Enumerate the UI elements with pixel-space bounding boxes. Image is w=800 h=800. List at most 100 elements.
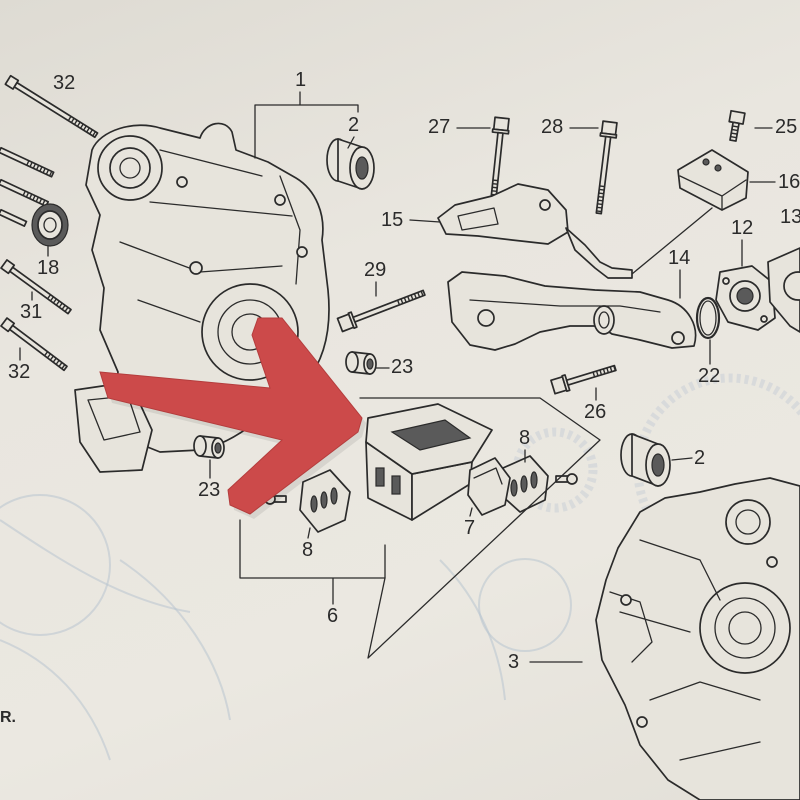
stopper-edge [473,467,503,485]
seal-bore [43,217,57,233]
callout-7: 7 [464,517,476,539]
bolt-thread [596,185,605,214]
callout-8-right: 8 [519,427,531,449]
stud-thread [730,125,739,141]
corner-text: R. [0,709,16,726]
stud-25 [728,109,746,142]
manifold-hole [671,331,685,345]
crank-bore-inner [728,611,762,645]
reed-slot [530,471,538,489]
reed-slot [310,495,318,513]
bearing-bore [651,453,665,477]
reed-window [391,475,401,495]
collar-bore [366,358,374,370]
callout-18: 18 [37,257,60,279]
callout-16: 16 [778,171,800,193]
callout-2-upper: 2 [348,114,360,136]
bolt-shank [565,364,617,386]
manifold-tube-end [593,305,615,335]
leader-6-bracket [239,519,386,605]
stud-shank [729,121,740,142]
bracket-arm [565,227,633,279]
plate-bore-inner [736,287,754,305]
stud-hole [296,246,308,258]
collar-bore [214,442,222,454]
leader-15 [409,219,441,223]
reed-slot [330,487,338,505]
bracket-16 [631,149,749,275]
leader-2-upper [347,136,355,149]
boss-outer [725,499,771,545]
stud-hole [620,594,632,606]
reed-slot [510,479,518,497]
assembly-frame [359,397,601,659]
bracket-outline [437,183,569,245]
callout-23-upper: 23 [391,356,414,378]
callout-8-left: 8 [302,539,314,561]
plate-bore [783,271,800,301]
bracket-slot [457,207,499,231]
leader-1-bracket [254,91,359,159]
manifold-tube-bore [598,311,610,329]
ghost-ring [478,558,572,652]
bolt-left-b [0,178,50,208]
callout-6: 6 [327,605,339,627]
bolt-31 [0,259,72,315]
bracket-hole [702,158,710,166]
ghost-curve [439,559,506,701]
callout-13: 13 [780,206,800,228]
bolt-32-upper [4,74,99,139]
bearing-2-lower [620,433,671,487]
reed-valve-6 [365,403,493,521]
manifold-outline [447,271,697,351]
bolt-shank [0,146,55,178]
stud-hole [274,194,286,206]
ghost-curve [0,519,191,613]
callout-32-lower: 32 [8,361,31,383]
reed-slot [520,475,528,493]
bracket-outline [677,149,749,211]
crank-bore-outer [699,582,791,674]
bearing-2-upper [326,138,375,190]
bracket-hole [539,199,551,211]
callout-27: 27 [428,116,451,138]
bolt-thread [490,179,499,208]
bolt-thread [47,294,71,314]
callout-15: 15 [381,209,404,231]
callout-28: 28 [541,116,564,138]
bolt-thread [26,160,54,177]
stud-nut [728,109,746,125]
bracket-15 [437,183,633,279]
bolt-shank [8,324,68,372]
manifold-hole [477,309,495,327]
callout-2-lower: 2 [694,447,706,469]
bolt-thread [396,290,425,306]
bolt-26 [550,364,617,395]
ghost-ring-left [0,494,111,636]
bolt-thread [22,190,49,207]
callout-22: 22 [698,365,721,387]
reed-stopper-7 [467,457,511,516]
stud-hole [189,261,203,275]
o-ring-outer [695,296,721,340]
crankcase-right [595,477,800,800]
intake-manifold-14 [447,271,697,351]
bolt-left-a [0,146,55,178]
bearing-bore [355,156,369,180]
reed-window [375,467,385,487]
seal-lip [37,210,63,240]
callout-12: 12 [731,217,754,239]
collar-23-lower [193,435,225,459]
callout-29: 29 [364,259,387,281]
plate-hole [760,315,768,323]
rib-lines [609,539,761,761]
bolt-left-c [0,208,28,227]
ghost-curve [119,559,231,721]
ghost-curve [0,639,111,761]
reed-8-left [299,469,351,533]
ghost-gear-small [512,427,598,513]
leader-8-left [307,527,311,539]
oil-seal-18 [31,203,69,247]
callout-32-top: 32 [53,72,76,94]
